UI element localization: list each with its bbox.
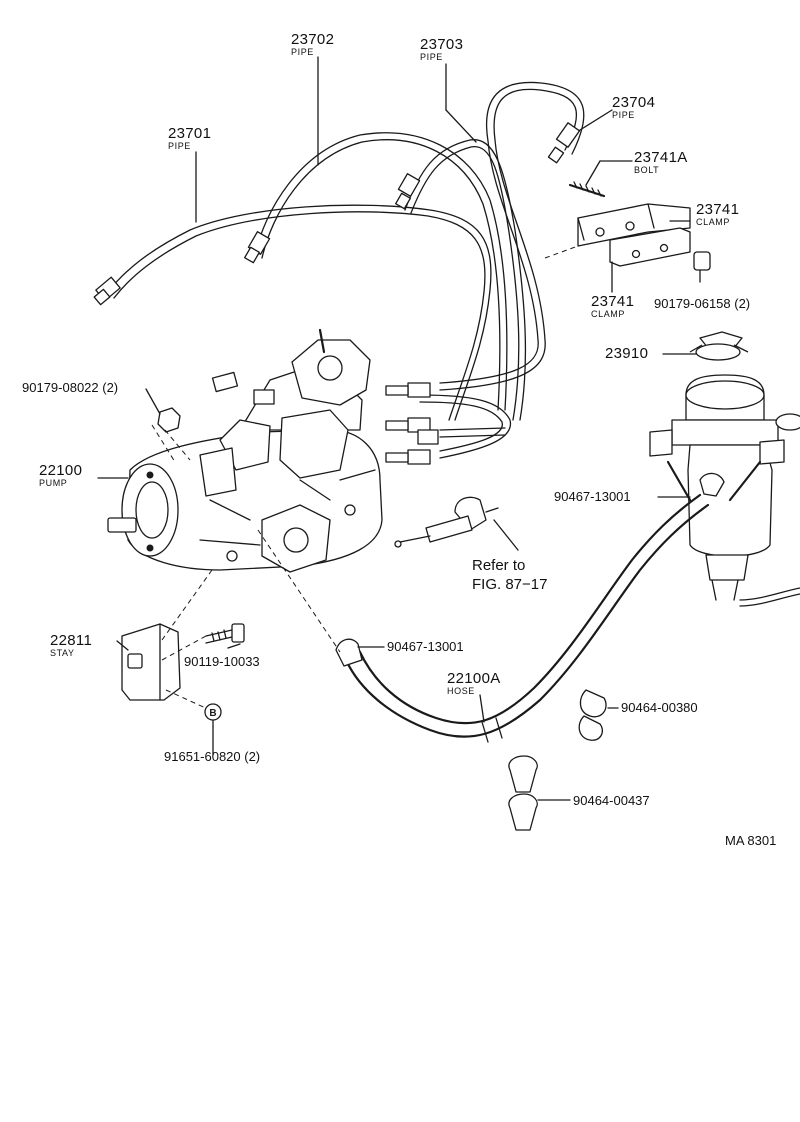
part-number: 90179-08022 (2)	[22, 380, 119, 395]
callout-23741A: 23741A BOLT	[634, 150, 688, 175]
callout-22100A: 22100A HOSE	[447, 671, 501, 696]
part-name: HOSE	[447, 686, 475, 696]
callout-23703: 23703 PIPE	[420, 37, 463, 62]
reference-line-1: Refer to	[472, 557, 526, 574]
callout-90179-06158: 90179-06158 (2)	[654, 297, 750, 310]
part-number: 90179-06158 (2)	[654, 296, 751, 311]
part-number: 23704	[612, 94, 656, 111]
part-number: 90467-13001	[387, 639, 464, 654]
part-number: 23741	[591, 293, 635, 310]
callout-90119-10033: 90119-10033	[184, 655, 260, 668]
part-name: STAY	[50, 648, 75, 658]
part-number: 23910	[605, 345, 649, 362]
part-number: 90464-00380	[621, 700, 698, 715]
pipe-fittings	[93, 122, 581, 465]
part-number: 22811	[50, 632, 93, 649]
injection-pipes	[107, 81, 585, 459]
part-number: 91651-60820 (2)	[164, 749, 261, 764]
injection-pump	[107, 328, 383, 573]
stay-bracket: B	[121, 569, 245, 756]
part-name: CLAMP	[696, 217, 731, 227]
callout-22100: 22100 PUMP	[39, 463, 82, 488]
part-number: 90464-00437	[573, 793, 650, 808]
drawing-code: MA 8301	[725, 833, 777, 848]
callout-91651-60820: 91651-60820 (2)	[164, 750, 260, 763]
hose	[257, 493, 710, 743]
part-name: PIPE	[612, 110, 635, 120]
callout-22811: 22811 STAY	[50, 633, 92, 658]
callout-23741-upper: 23741 CLAMP	[696, 202, 739, 227]
part-name: PIPE	[291, 47, 314, 57]
callout-23910: 23910	[605, 346, 648, 361]
part-number: 23702	[291, 31, 335, 48]
marker-b: B	[209, 708, 216, 719]
part-number: 90467-13001	[554, 489, 631, 504]
callout-90467-13001-filter: 90467-13001	[554, 490, 631, 503]
fuel-filter	[649, 331, 800, 607]
bolt-and-clamps	[544, 181, 711, 271]
callout-90464-00437: 90464-00437	[573, 794, 650, 807]
callout-90179-08022: 90179-08022 (2)	[22, 381, 118, 394]
leader-lines	[97, 56, 701, 801]
part-name: BOLT	[634, 165, 660, 175]
callout-23741-lower: 23741 CLAMP	[591, 294, 634, 319]
callout-23704: 23704 PIPE	[612, 95, 655, 120]
part-name: CLAMP	[591, 309, 626, 319]
callout-90464-00380: 90464-00380	[621, 701, 698, 714]
reference-note: Refer to FIG. 87−17	[472, 557, 547, 595]
part-number: 23741	[696, 201, 740, 218]
callout-23701: 23701 PIPE	[168, 126, 211, 151]
fuel-cut-solenoid	[394, 496, 519, 551]
part-number: 90119-10033	[184, 654, 260, 669]
callout-23702: 23702 PIPE	[291, 32, 334, 57]
part-number: 22100	[39, 462, 83, 479]
part-name: PIPE	[420, 52, 443, 62]
reference-line-2: FIG. 87−17	[472, 575, 548, 593]
part-number: 23703	[420, 36, 464, 53]
part-number: 23701	[168, 125, 212, 142]
callout-90467-13001-hose: 90467-13001	[387, 640, 464, 653]
part-name: PUMP	[39, 478, 68, 488]
part-name: PIPE	[168, 141, 191, 151]
part-number: 23741A	[634, 149, 688, 166]
hose-clips	[508, 689, 607, 831]
part-number: 22100A	[447, 670, 501, 687]
